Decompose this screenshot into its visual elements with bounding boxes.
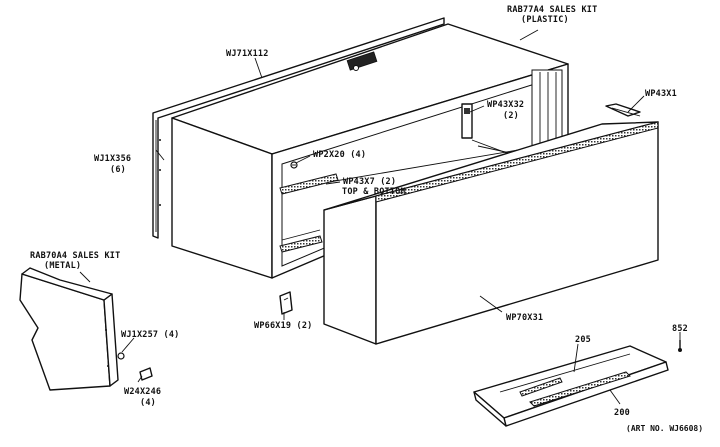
label-w24x246: W24X246 bbox=[124, 387, 161, 397]
leader-lines bbox=[79, 29, 681, 405]
label-wj1x257: WJ1X257 (4) bbox=[121, 330, 180, 340]
label-top-bottom: TOP & BOTTOM bbox=[342, 187, 406, 197]
label-wj1x356: WJ1X356 bbox=[94, 154, 131, 164]
label-wp43x32-qty: (2) bbox=[503, 111, 519, 121]
label-wp43x7: WP43X7 (2) bbox=[343, 177, 396, 187]
label-205: 205 bbox=[575, 335, 591, 345]
rear-flange-plate bbox=[152, 17, 445, 239]
part-labels: WJ71X112 RAB77A4 SALES KIT (PLASTIC) WJ1… bbox=[30, 5, 703, 433]
label-852: 852 bbox=[672, 324, 688, 334]
screw-wp2x20 bbox=[290, 161, 298, 169]
top-rail-wp43x1 bbox=[605, 103, 641, 117]
foot-wp66x19 bbox=[279, 291, 293, 315]
metal-side-panel-rab70a4 bbox=[19, 267, 119, 391]
clip-852 bbox=[678, 340, 682, 352]
label-w24x246-qty: (4) bbox=[140, 398, 156, 408]
screw-w24x246 bbox=[139, 367, 153, 381]
screw-wj1x257 bbox=[117, 352, 125, 360]
label-wp43x32: WP43X32 bbox=[487, 100, 524, 110]
front-trim-panel-wp70x31 bbox=[323, 121, 659, 345]
label-rab70a4-sub: (METAL) bbox=[44, 261, 81, 271]
label-wj1x356-qty: (6) bbox=[110, 165, 126, 175]
label-wj71x112: WJ71X112 bbox=[226, 49, 269, 59]
label-art-no: (ART NO. WJ6608) bbox=[626, 424, 703, 433]
label-wp70x31: WP70X31 bbox=[506, 313, 543, 323]
label-200: 200 bbox=[614, 408, 630, 418]
rail-wp43x7 bbox=[279, 173, 339, 253]
label-rab77a4-sub: (PLASTIC) bbox=[521, 15, 569, 25]
label-rab70a4: RAB70A4 SALES KIT bbox=[30, 251, 120, 261]
label-wp66x19: WP66X19 (2) bbox=[254, 321, 313, 331]
drain-tray-200 bbox=[473, 345, 669, 427]
label-wp2x20: WP2X20 (4) bbox=[313, 150, 366, 160]
label-wp43x1: WP43X1 bbox=[645, 89, 677, 99]
label-rab77a4: RAB77A4 SALES KIT bbox=[507, 5, 597, 15]
